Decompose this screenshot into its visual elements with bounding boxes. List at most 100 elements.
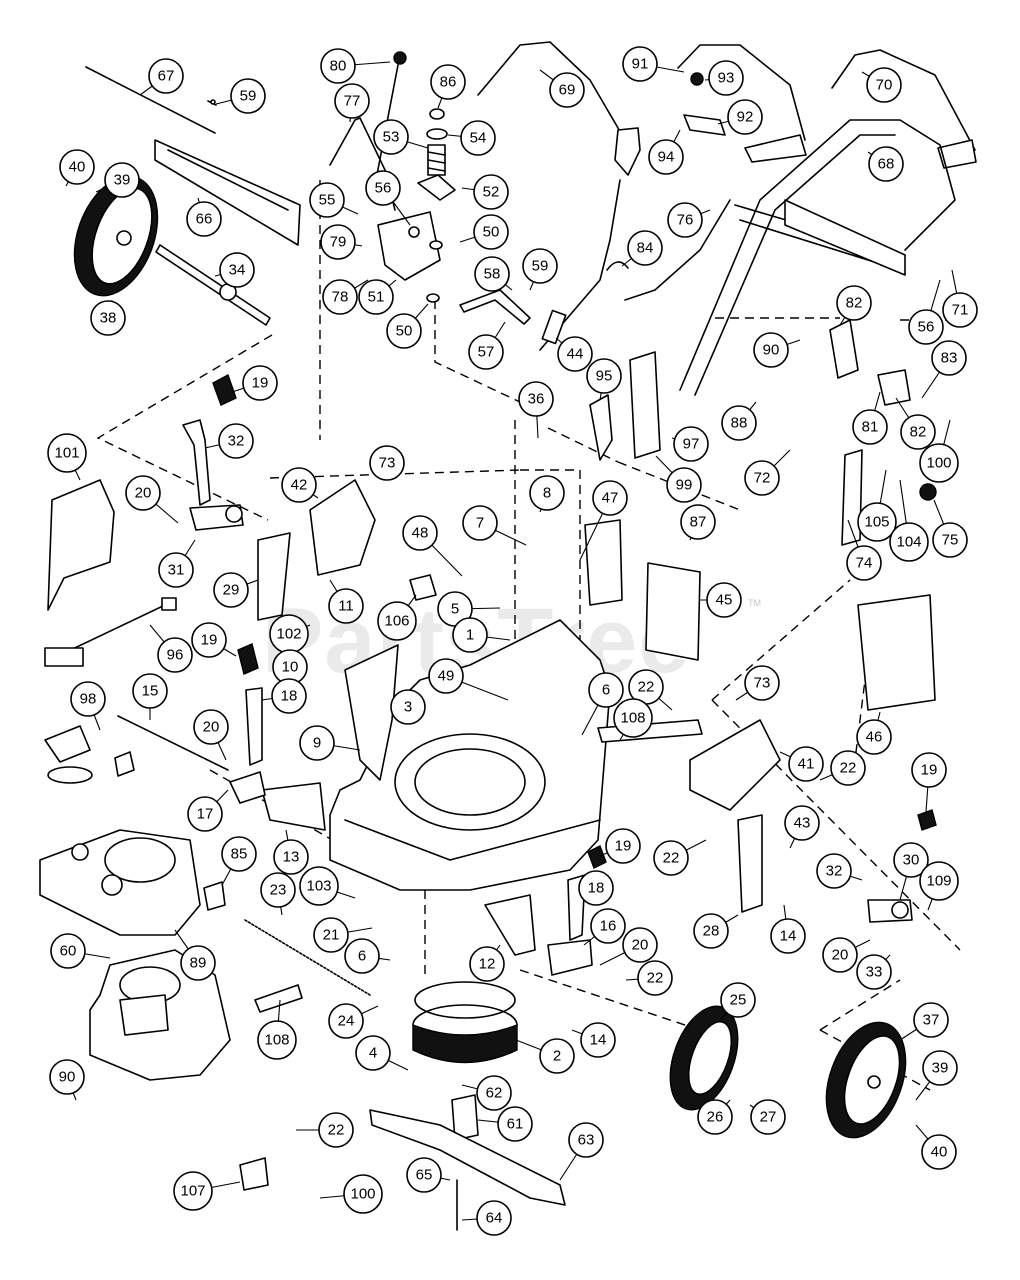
callout-number: 73	[379, 455, 396, 472]
callout-number: 11	[338, 598, 354, 615]
callout-circle	[605, 828, 641, 864]
callout-number: 72	[754, 470, 771, 487]
callout-number: 56	[918, 319, 935, 336]
part-grip-99	[629, 351, 661, 459]
callout-24: 24	[328, 1003, 364, 1039]
callout-51: 51	[358, 279, 394, 315]
callout-circle	[462, 505, 498, 541]
callout-101: 101	[47, 433, 87, 473]
callout-circle	[260, 872, 296, 908]
callout-6: 6	[344, 938, 380, 974]
callout-88: 88	[721, 405, 757, 441]
callout-circle	[218, 423, 254, 459]
part-rod-67	[85, 66, 216, 134]
part-rod-15	[117, 715, 229, 771]
callout-54: 54	[460, 120, 496, 156]
part-spring-19b	[237, 643, 937, 869]
callout-circle	[557, 336, 593, 372]
callout-number: 22	[328, 1122, 345, 1139]
callout-66: 66	[186, 201, 222, 237]
callout-12: 12	[469, 946, 505, 982]
callout-number: 47	[602, 490, 619, 507]
callout-number: 101	[54, 445, 79, 462]
callout-number: 86	[440, 74, 457, 91]
callout-60: 60	[50, 933, 86, 969]
callout-number: 40	[931, 1144, 948, 1161]
callout-number: 2	[553, 1048, 561, 1065]
callout-6: 6	[588, 672, 624, 708]
callout-circle	[365, 170, 401, 206]
callout-circle	[622, 46, 658, 82]
callout-circle	[59, 149, 95, 185]
callout-89: 89	[180, 945, 216, 981]
callout-number: 60	[60, 943, 77, 960]
callout-19: 19	[191, 622, 227, 658]
callout-76: 76	[667, 202, 703, 238]
callout-circle	[908, 309, 944, 345]
callout-number: 59	[240, 88, 257, 105]
callout-circle	[125, 475, 161, 511]
callout-25: 25	[720, 982, 756, 1018]
callout-circle	[744, 460, 780, 496]
part-bracket-52	[417, 174, 456, 201]
part-shield-66	[154, 139, 301, 246]
callout-circle	[868, 146, 904, 182]
callout-number: 4	[369, 1045, 377, 1062]
callout-circle	[590, 908, 626, 944]
part-axle-34	[155, 244, 271, 326]
callout-circle	[673, 426, 709, 462]
callout-95: 95	[586, 358, 622, 394]
callout-102: 102	[269, 614, 309, 654]
callout-14: 14	[580, 1022, 616, 1058]
part-baffle-3	[344, 644, 399, 781]
callout-circle	[866, 67, 902, 103]
callout-number: 19	[201, 632, 218, 649]
part-knob-93	[690, 72, 704, 86]
callout-49: 49	[428, 658, 464, 694]
callout-46: 46	[856, 719, 892, 755]
callout-2: 2	[539, 1038, 575, 1074]
part-spring-53	[427, 144, 446, 176]
callout-number: 40	[69, 159, 86, 176]
part-wheel-25	[669, 1005, 739, 1111]
callout-circle	[358, 279, 394, 315]
callout-circle	[343, 1174, 383, 1214]
callout-circle	[580, 1022, 616, 1058]
part-grass-guard-101	[47, 479, 115, 611]
callout-84: 84	[627, 230, 663, 266]
callout-number: 82	[910, 424, 927, 441]
callout-circle	[49, 1059, 85, 1095]
callout-number: 52	[483, 184, 500, 201]
callout-108: 108	[613, 698, 653, 738]
part-rear-plate-45	[584, 519, 701, 661]
callout-14: 14	[770, 918, 806, 954]
callout-number: 12	[479, 956, 496, 973]
callout-19: 19	[605, 828, 641, 864]
callout-number: 33	[866, 964, 883, 981]
part-spring-19	[212, 373, 237, 406]
callout-number: 54	[470, 130, 487, 147]
part-bracket-107	[239, 1157, 269, 1191]
part-link-108	[254, 719, 703, 1013]
callout-number: 13	[283, 849, 300, 866]
callout-number: 14	[780, 928, 797, 945]
part-bracket-12	[484, 894, 536, 956]
part-bracket-17	[229, 771, 266, 804]
callout-number: 20	[632, 937, 649, 954]
callout-16: 16	[590, 908, 626, 944]
part-height-adjuster-32	[182, 419, 211, 506]
callout-circle	[157, 637, 193, 673]
callout-number: 20	[135, 485, 152, 502]
callout-20: 20	[125, 475, 161, 511]
part-handle-bracket-74	[841, 449, 863, 546]
callout-67: 67	[148, 58, 184, 94]
callout-circle	[219, 252, 255, 288]
part-spring-23	[244, 919, 371, 996]
part-pin-59	[207, 99, 217, 106]
callout-number: 71	[952, 302, 969, 319]
callout-circle	[158, 552, 194, 588]
callout-42: 42	[281, 467, 317, 503]
callout-41: 41	[788, 746, 824, 782]
part-adapter-2	[412, 981, 518, 1064]
